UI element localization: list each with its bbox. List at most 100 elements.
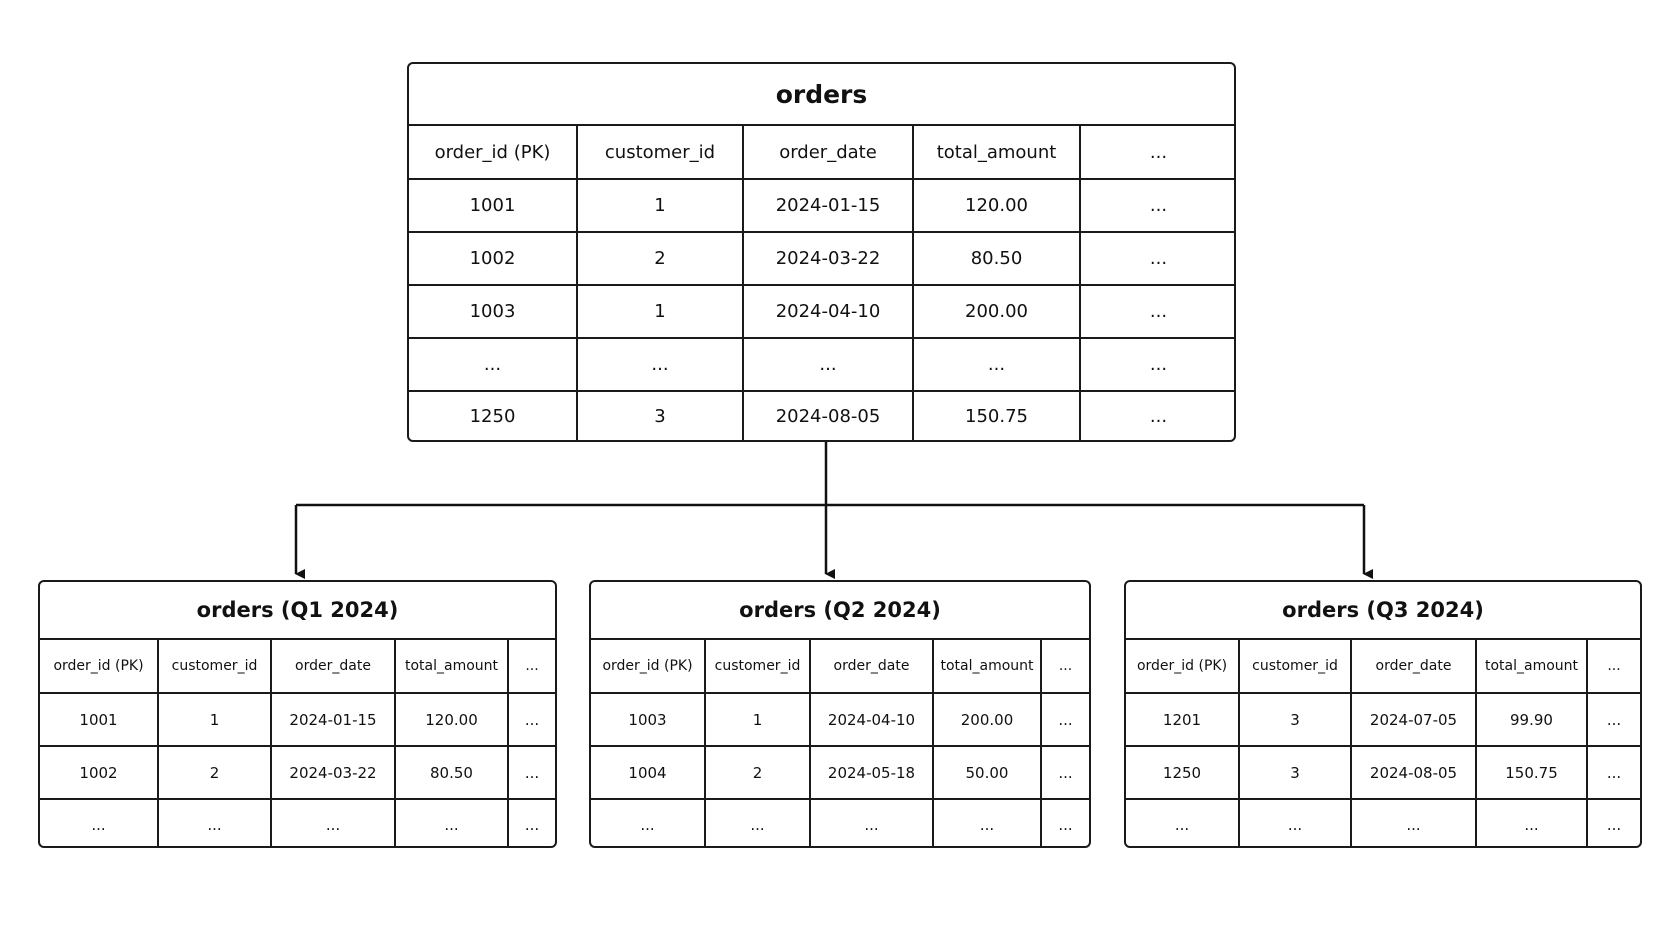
column-header: total_amount — [933, 640, 1042, 694]
table-cell: 200.00 — [933, 693, 1042, 747]
table-cell: ... — [395, 799, 509, 846]
table-cell: ... — [1080, 179, 1234, 233]
table-cell: ... — [810, 799, 934, 846]
table-cell: 2 — [158, 746, 272, 800]
table-cell: ... — [1041, 746, 1089, 800]
column-header: order_date — [810, 640, 934, 694]
table-cell: ... — [1126, 799, 1240, 846]
table-cell: 99.90 — [1476, 693, 1588, 747]
table-cell: ... — [271, 799, 396, 846]
partition-table-q2: orders (Q2 2024) order_id (PK) customer_… — [589, 580, 1091, 848]
table-cell: 80.50 — [395, 746, 509, 800]
table-cell: 1 — [705, 693, 811, 747]
table-cell: 1201 — [1126, 693, 1240, 747]
table-cell: 80.50 — [913, 232, 1081, 286]
column-header: ... — [1587, 640, 1640, 694]
column-header: customer_id — [158, 640, 272, 694]
table-cell: ... — [591, 799, 706, 846]
table-row: 1002 2 2024-03-22 80.50 ... — [409, 232, 1234, 286]
table-cell: 200.00 — [913, 285, 1081, 339]
table-cell: 1002 — [409, 232, 578, 286]
orders-table: orders order_id (PK) customer_id order_d… — [407, 62, 1236, 442]
column-header: order_date — [271, 640, 396, 694]
column-header: total_amount — [395, 640, 509, 694]
table-cell: ... — [1476, 799, 1588, 846]
table-cell: 3 — [1239, 693, 1352, 747]
partition-grid: order_id (PK) customer_id order_date tot… — [591, 640, 1089, 846]
table-cell: 2024-01-15 — [271, 693, 396, 747]
column-header: order_id (PK) — [409, 126, 578, 180]
table-row: ... ... ... ... ... — [1126, 799, 1640, 846]
partition-table-q3: orders (Q3 2024) order_id (PK) customer_… — [1124, 580, 1642, 848]
table-cell: ... — [1351, 799, 1477, 846]
table-cell: 2024-03-22 — [743, 232, 914, 286]
table-cell: 50.00 — [933, 746, 1042, 800]
table-cell: 1003 — [591, 693, 706, 747]
table-cell: 1001 — [40, 693, 159, 747]
table-row: ... ... ... ... ... — [591, 799, 1089, 846]
table-cell: 2024-03-22 — [271, 746, 396, 800]
table-row: 1003 1 2024-04-10 200.00 ... — [409, 285, 1234, 339]
table-cell: 2024-07-05 — [1351, 693, 1477, 747]
table-cell: 1004 — [591, 746, 706, 800]
partition-table-q1: orders (Q1 2024) order_id (PK) customer_… — [38, 580, 557, 848]
table-cell: ... — [1587, 746, 1640, 800]
orders-table-title: orders — [409, 64, 1234, 126]
column-header: customer_id — [1239, 640, 1352, 694]
table-cell: ... — [1058, 816, 1073, 834]
table-cell: 150.75 — [913, 391, 1081, 440]
table-row: 1250 3 2024-08-05 150.75 ... — [409, 391, 1234, 440]
column-header: customer_id — [705, 640, 811, 694]
column-header: total_amount — [1476, 640, 1588, 694]
table-cell: 2024-04-10 — [810, 693, 934, 747]
column-header: order_id (PK) — [40, 640, 159, 694]
table-cell: ... — [577, 338, 744, 392]
table-cell: ... — [1239, 799, 1352, 846]
partition-title: orders (Q3 2024) — [1126, 582, 1640, 640]
orders-table-grid: order_id (PK) customer_id order_date tot… — [409, 126, 1234, 440]
table-cell: 3 — [1239, 746, 1352, 800]
table-cell: ... — [1606, 816, 1622, 834]
table-cell: ... — [409, 338, 578, 392]
partition-title: orders (Q2 2024) — [591, 582, 1089, 640]
table-header-row: order_id (PK) customer_id order_date tot… — [409, 126, 1234, 180]
table-cell: 1 — [577, 179, 744, 233]
partition-title: orders (Q1 2024) — [40, 582, 555, 640]
table-row: 1002 2 2024-03-22 80.50 ... — [40, 746, 555, 800]
table-cell: ... — [1080, 338, 1234, 392]
table-cell: ... — [1080, 232, 1234, 286]
partition-grid: order_id (PK) customer_id order_date tot… — [40, 640, 555, 846]
table-row: ... ... ... ... ... — [40, 799, 555, 846]
table-row: 1003 1 2024-04-10 200.00 ... — [591, 693, 1089, 747]
column-header: order_date — [743, 126, 914, 180]
column-header: customer_id — [577, 126, 744, 180]
column-header: order_id (PK) — [591, 640, 706, 694]
table-header-row: order_id (PK) customer_id order_date tot… — [591, 640, 1089, 694]
column-header: order_id (PK) — [1126, 640, 1240, 694]
partition-grid: order_id (PK) customer_id order_date tot… — [1126, 640, 1640, 846]
table-cell: 2 — [577, 232, 744, 286]
column-header: ... — [1041, 640, 1089, 694]
table-cell: ... — [158, 799, 272, 846]
table-cell: ... — [933, 799, 1042, 846]
table-cell: ... — [508, 693, 555, 747]
column-header: order_date — [1351, 640, 1477, 694]
table-row: 1001 1 2024-01-15 120.00 ... — [409, 179, 1234, 233]
table-cell: 1001 — [409, 179, 578, 233]
table-row: 1004 2 2024-05-18 50.00 ... — [591, 746, 1089, 800]
table-cell: 1002 — [40, 746, 159, 800]
table-cell: ... — [1080, 285, 1234, 339]
table-cell: 2024-05-18 — [810, 746, 934, 800]
table-cell: ... — [705, 799, 811, 846]
column-header: ... — [508, 640, 555, 694]
table-cell: 1250 — [1126, 746, 1240, 800]
column-header: total_amount — [913, 126, 1081, 180]
table-cell: 2024-08-05 — [743, 391, 914, 440]
table-cell: ... — [524, 816, 540, 834]
table-row: 1201 3 2024-07-05 99.90 ... — [1126, 693, 1640, 747]
table-cell: ... — [743, 338, 914, 392]
table-cell: ... — [508, 746, 555, 800]
table-cell: ... — [1041, 693, 1089, 747]
table-cell: 1250 — [409, 391, 578, 440]
table-cell: 1003 — [409, 285, 578, 339]
